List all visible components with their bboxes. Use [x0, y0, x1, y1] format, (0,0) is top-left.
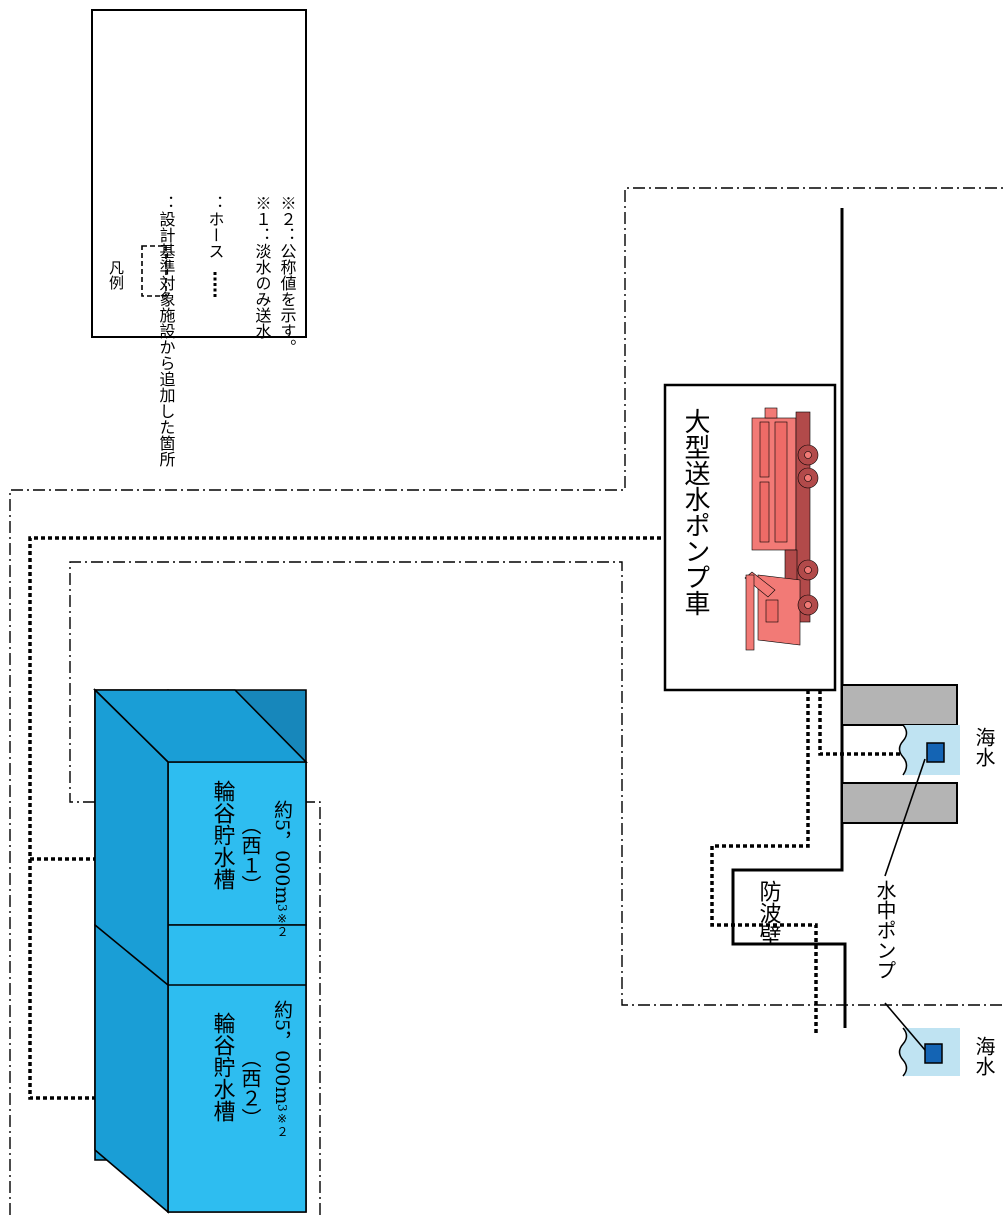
- hose-to-left-pump: [710, 690, 818, 1034]
- hoses: [28, 536, 925, 1100]
- sea-wave-left: [898, 1027, 908, 1077]
- truck-icon: [744, 407, 819, 651]
- legend-hose-text: ：ホース: [206, 195, 225, 259]
- submersible-pump-right: [926, 742, 945, 763]
- legend-added-facility-text: ：設計基準対象施設から追加した箇所: [157, 195, 176, 467]
- added-facility-boundary-outer: [9, 187, 1004, 1215]
- seawall-label: 防波壁: [756, 880, 782, 946]
- truck-label: 大型送水ポンプ車: [680, 408, 710, 616]
- added-facility-boundary-inner: [69, 561, 1004, 1215]
- legend-box: [91, 9, 307, 338]
- pump-label: 水中ポンプ: [873, 880, 897, 980]
- legend: 凡例 ：設計基準対象施設から追加した箇所 ：ホース ※１：淡水のみ送水 ※２：公…: [91, 9, 307, 467]
- submersible-pump-left: [924, 1043, 943, 1064]
- tank-west2-name: 輪谷貯水槽: [210, 1012, 236, 1122]
- tank-west2-sub: （西２）: [238, 1048, 262, 1128]
- sea-label-right: 海水: [972, 727, 996, 767]
- tank-left-edge: [94, 688, 169, 1214]
- seawall-ground-line: [731, 208, 847, 1028]
- truck-cargo-body: [751, 417, 797, 551]
- hose-to-right-pump: [818, 690, 925, 756]
- hose-main: [28, 536, 668, 1100]
- pump-leader-line: [884, 758, 926, 1051]
- pier-bottom: [841, 782, 958, 824]
- tank-west2-capacity-unit: 3※２: [275, 1104, 289, 1138]
- tank-west1-capacity-unit: 3※２: [275, 904, 289, 938]
- legend-title: 凡例: [107, 260, 125, 291]
- tank-west1-sub: （西１）: [238, 815, 262, 895]
- tank-west1-name: 輪谷貯水槽: [210, 780, 236, 890]
- legend-note2: ※２：公称値を示す。: [278, 195, 297, 355]
- sea-label-left: 海水: [972, 1036, 996, 1076]
- legend-dashed-box-symbol: [141, 245, 167, 297]
- tank-divider-side: [94, 924, 169, 986]
- sea-wave-right: [898, 724, 908, 776]
- legend-note1: ※１：淡水のみ送水: [253, 195, 272, 339]
- pier-top: [841, 684, 958, 726]
- tank-west1-capacity-value: 約5，000m: [271, 800, 293, 905]
- water-tanks: [93, 688, 308, 1214]
- tank-west2-capacity-value: 約5，000m: [271, 1000, 293, 1105]
